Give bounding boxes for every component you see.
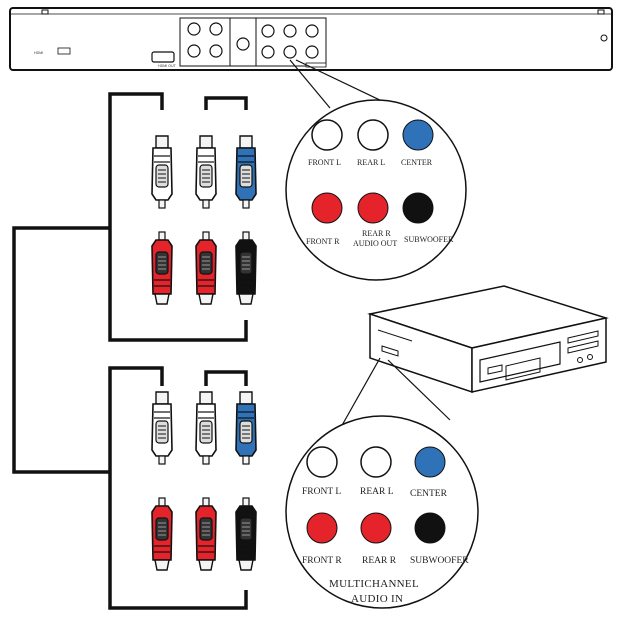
panel-jack-subwoofer	[305, 45, 319, 59]
jack-center-in	[414, 446, 446, 478]
label-subwoofer-out: SUBWOOFER	[404, 235, 454, 244]
label-front-r-out: FRONT R	[306, 237, 340, 246]
label-audio-out: AUDIO OUT	[353, 239, 397, 248]
caption-audio-in: AUDIO IN	[351, 593, 403, 605]
receiver-input-callout: FRONT L REAR L CENTER FRONT R REAR R SUB…	[285, 357, 479, 609]
jack-rear-r-out	[357, 192, 389, 224]
label-rear-l-out: REAR L	[357, 158, 385, 167]
label-subwoofer-in: SUBWOOFER	[410, 556, 469, 566]
label-rear-r-in: REAR R	[362, 556, 397, 566]
label-front-l-out: FRONT L	[308, 158, 341, 167]
jack-subwoofer-out	[402, 192, 434, 224]
panel-jack-front-l	[261, 24, 275, 38]
label-rear-r-out: REAR R	[362, 229, 391, 238]
plug-white-front-l-top	[151, 135, 173, 209]
plug-white-front-l-bottom	[151, 391, 173, 465]
label-rear-l-in: REAR L	[360, 487, 394, 497]
jack-rear-r-in	[360, 512, 392, 544]
audio-cables	[12, 92, 248, 610]
plug-black-subwoofer-bottom	[235, 497, 257, 571]
jack-front-l-out	[311, 119, 343, 151]
plug-blue-center-bottom	[235, 391, 257, 465]
label-center-out: CENTER	[401, 158, 433, 167]
bottom-plug-set	[151, 391, 257, 571]
plug-red-front-r-bottom	[151, 497, 173, 571]
hdmi-port	[151, 51, 175, 63]
dvd-player-back-panel: HDMI OUT HDMI	[9, 7, 613, 71]
top-plug-set	[151, 135, 257, 305]
jack-front-r-in	[306, 512, 338, 544]
hdmi-label: HDMI OUT	[158, 64, 177, 68]
panel-jack-rear-l	[283, 24, 297, 38]
player-output-callout: FRONT L REAR L CENTER FRONT R REAR R AUD…	[285, 59, 467, 281]
plug-blue-center-top	[235, 135, 257, 209]
caption-multichannel: MULTICHANNEL	[329, 578, 419, 590]
panel-jack-front-r	[261, 45, 275, 59]
plug-red-rear-r-bottom	[195, 497, 217, 571]
plug-red-front-r-top	[151, 231, 173, 305]
plug-white-rear-l-top	[195, 135, 217, 209]
plug-black-subwoofer-top	[235, 231, 257, 305]
jack-front-l-in	[306, 446, 338, 478]
panel-jack-rear-r	[283, 45, 297, 59]
plug-white-rear-l-bottom	[195, 391, 217, 465]
plug-red-rear-r-top	[195, 231, 217, 305]
label-center-in: CENTER	[410, 489, 448, 499]
label-front-r-in: FRONT R	[302, 556, 342, 566]
jack-rear-l-out	[357, 119, 389, 151]
jack-rear-l-in	[360, 446, 392, 478]
label-front-l-in: FRONT L	[302, 487, 341, 497]
jack-center-out	[402, 119, 434, 151]
jack-subwoofer-in	[414, 512, 446, 544]
hdmi-logo: HDMI	[34, 51, 43, 55]
av-receiver-icon	[367, 285, 609, 394]
jack-front-r-out	[311, 192, 343, 224]
panel-jack-center	[305, 24, 319, 38]
